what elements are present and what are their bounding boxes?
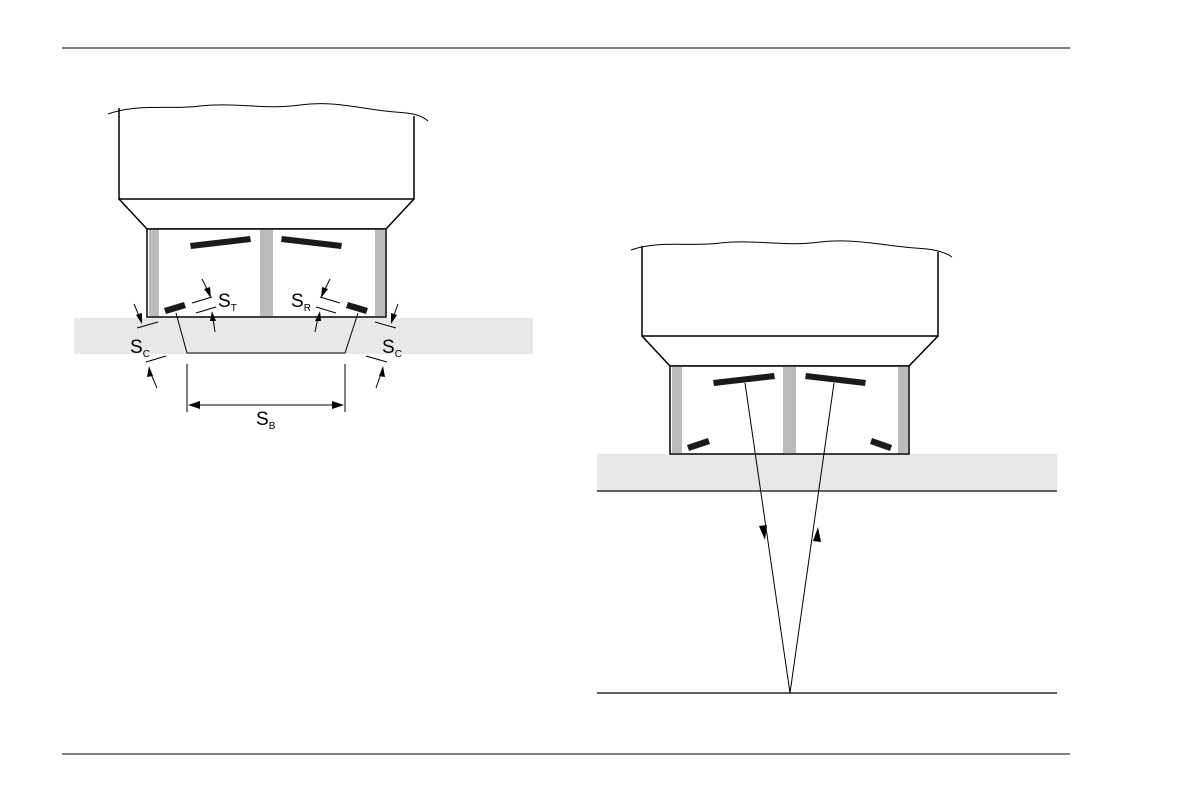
label-st-sub: T — [231, 303, 237, 314]
label-sc-right-main: S — [382, 337, 395, 358]
right-wedge-wall-right — [898, 367, 908, 453]
label-sb-sub: B — [269, 421, 276, 432]
left-wedge-wall-right — [375, 230, 385, 316]
right-housing-taper — [642, 336, 938, 366]
left-wedge-divider — [260, 230, 273, 316]
right-wedge-divider — [783, 367, 796, 453]
left-housing-body — [119, 108, 414, 199]
sb-arrowhead-left — [188, 401, 200, 409]
sc-left-arrowhead-2 — [147, 366, 153, 377]
right-diagram — [597, 241, 1057, 693]
sb-arrowhead-right — [332, 401, 344, 409]
label-sc-right-sub: C — [395, 349, 402, 360]
right-housing-body — [642, 246, 938, 336]
label-sc-left-sub: C — [143, 349, 150, 360]
right-beam-transmit-arrowhead — [759, 525, 767, 540]
label-sr-main: S — [291, 291, 304, 312]
left-probe-housing — [108, 104, 428, 121]
sc-right-arrowhead-2 — [379, 366, 385, 377]
left-diagram: ST SR SC SC SB — [74, 104, 533, 432]
label-sr-sub: R — [304, 303, 311, 314]
label-sb-main: S — [256, 409, 269, 430]
right-specimen-surface — [597, 454, 1057, 490]
left-housing-taper — [119, 199, 414, 229]
right-beam-receive-arrowhead — [813, 527, 821, 542]
label-sb: SB — [256, 409, 276, 432]
left-wedge-wall-left — [149, 230, 159, 316]
right-probe-housing — [631, 241, 952, 257]
label-st-main: S — [218, 291, 231, 312]
label-sc-left-main: S — [130, 337, 143, 358]
right-wedge-wall-left — [672, 367, 682, 453]
